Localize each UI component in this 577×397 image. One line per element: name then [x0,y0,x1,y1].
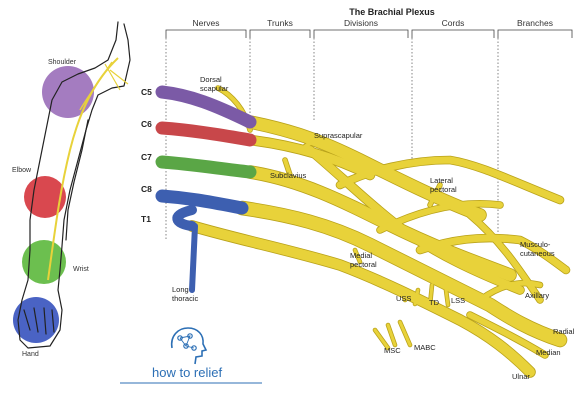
root-label-c5: C5 [141,87,152,97]
label-uss: USS [396,294,411,303]
label-mabc: MABC [414,343,436,352]
label-ulnar: Ulnar [512,372,530,381]
hand-label: Hand [22,351,39,358]
nerve-path [446,290,448,305]
divisions-bracket [314,30,408,38]
root-c7-segment [162,162,250,172]
elbow-label: Elbow [12,167,32,174]
head-network-icon [172,328,206,364]
root-label-t1: T1 [141,214,151,224]
diagram-title: The Brachial Plexus [349,7,435,17]
logo-text: how to relief [152,365,222,380]
label-suprascapular: Suprascapular [314,131,363,140]
label-axillary: Axillary [525,291,549,300]
shoulder-label: Shoulder [48,59,77,66]
column-header-cords: Cords [442,18,465,28]
branches-bracket [498,30,572,38]
wrist-label: Wrist [73,266,89,273]
root-c6-segment [162,128,250,140]
column-header-nerves: Nerves [193,18,220,28]
root-t1-segment [177,210,192,226]
root-c8-segment [162,196,242,208]
nerve-network [192,88,566,372]
label-td: TD [429,298,440,307]
column-header-trunks: Trunks [267,18,293,28]
column-headers: Nerves Trunks Divisions Cords Branches [166,18,572,38]
root-labels: C5 C6 C7 C8 T1 [141,87,152,224]
root-label-c8: C8 [141,184,152,194]
trunks-bracket [250,30,310,38]
nerves-bracket [166,30,246,38]
label-musculocutaneous: Musculo-cutaneous [520,240,555,258]
how-to-relief-logo: how to relief [120,328,262,383]
long-thoracic-root-segment [192,226,195,290]
label-radial: Radial [553,327,575,336]
root-segments [162,92,250,290]
column-header-divisions: Divisions [344,18,378,28]
label-median: Median [536,348,561,357]
label-msc: MSC [384,346,401,355]
label-subclavius: Subclavius [270,171,307,180]
cords-bracket [412,30,494,38]
root-label-c6: C6 [141,119,152,129]
arm-silhouette: Shoulder Elbow Wrist Hand [12,22,130,358]
label-lss: LSS [451,296,465,305]
column-header-branches: Branches [517,18,553,28]
root-label-c7: C7 [141,152,152,162]
